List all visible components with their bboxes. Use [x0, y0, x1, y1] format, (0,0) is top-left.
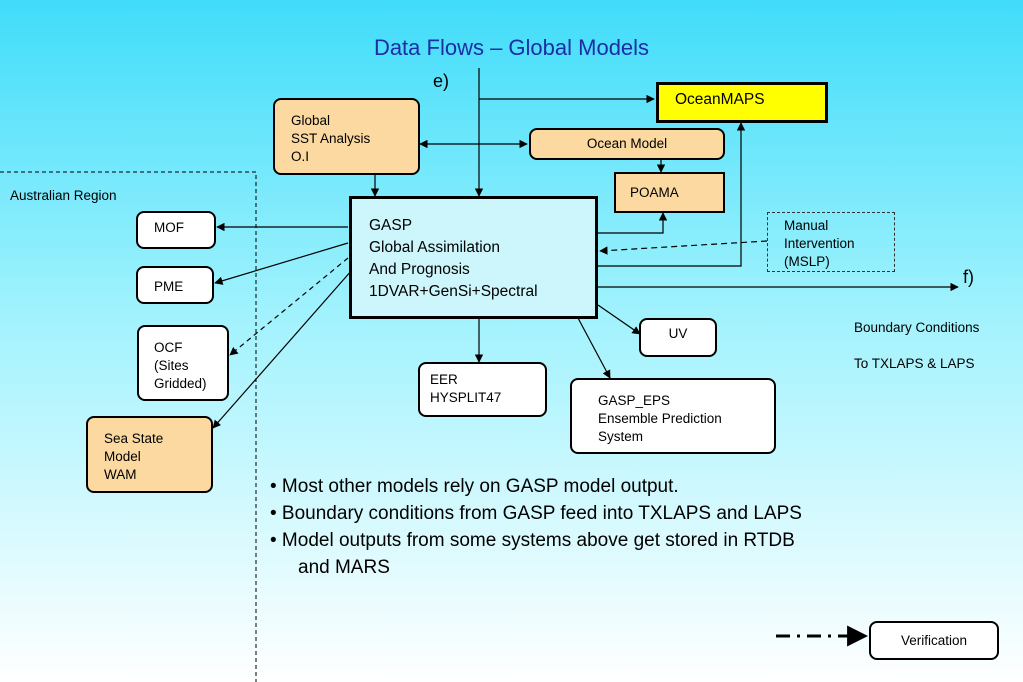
bullet-item-continuation: and MARS: [298, 557, 390, 578]
node-line: SST Analysis: [291, 131, 371, 146]
label-e: e): [433, 71, 450, 91]
node-line: POAMA: [630, 185, 679, 200]
bullet-item: • Most other models rely on GASP model o…: [270, 476, 679, 497]
bullet-notes: • Most other models rely on GASP model o…: [270, 473, 802, 581]
node-pme: PME: [136, 266, 214, 304]
edge-gasp-to-poama: [598, 212, 668, 234]
node-line: Gridded): [154, 376, 207, 391]
edge-gasp-to-oceanmaps: [598, 122, 746, 267]
node-mof: MOF: [136, 211, 216, 249]
node-line: HYSPLIT47: [430, 390, 502, 405]
node-line: EER: [430, 372, 458, 387]
node-verification: Verification: [869, 621, 999, 660]
node-line: UV: [668, 326, 688, 341]
node-line: OceanMAPS: [675, 91, 765, 108]
edge-gasp-to-uv: [597, 304, 641, 335]
node-manual-intervention: Manual Intervention (MSLP): [767, 212, 895, 272]
node-line: Global: [291, 113, 331, 128]
node-line: And Prognosis: [369, 261, 470, 278]
label-f: f): [963, 267, 974, 287]
boundary-conditions-line: To TXLAPS & LAPS: [854, 356, 975, 371]
node-line: Model: [104, 449, 141, 464]
node-sea-state-model: Sea State Model WAM: [86, 416, 213, 493]
edge-gasp-to-ocf: [229, 257, 349, 356]
node-ocean-model: Ocean Model: [529, 128, 725, 160]
edge-manual-to-gasp: [599, 240, 768, 255]
node-line: 1DVAR+GenSi+Spectral: [369, 283, 538, 300]
node-line: Manual: [784, 218, 829, 233]
node-line: Sea State: [104, 431, 164, 446]
edge-gasp-to-gasp-eps: [577, 317, 611, 379]
diagram-title: Data Flows – Global Models: [373, 35, 650, 60]
node-oceanmaps: OceanMAPS: [656, 82, 828, 123]
node-line: (Sites: [154, 358, 189, 373]
edge-gasp-to-sea-state: [212, 269, 353, 429]
label-boundary-conditions: Boundary Conditions To TXLAPS & LAPS: [854, 301, 979, 391]
node-line: PME: [154, 279, 184, 294]
edge-gasp-to-pme: [214, 242, 349, 285]
node-line: O.I: [291, 149, 310, 164]
node-line: MOF: [154, 220, 184, 235]
label-australian-region: Australian Region: [10, 188, 117, 203]
australian-region-boundary: [0, 171, 257, 682]
boundary-conditions-line: Boundary Conditions: [854, 320, 980, 335]
node-gasp-eps: GASP_EPS Ensemble Prediction System: [570, 378, 776, 454]
node-line: GASP: [369, 217, 413, 234]
node-poama: POAMA: [614, 172, 725, 213]
node-eer-hysplit: EER HYSPLIT47: [418, 362, 547, 417]
node-uv: UV: [639, 318, 717, 357]
node-line: System: [598, 429, 644, 444]
node-line: Verification: [900, 633, 968, 648]
node-line: GASP_EPS: [598, 393, 671, 408]
node-line: Global Assimilation: [369, 239, 500, 256]
bullet-item: • Boundary conditions from GASP feed int…: [270, 503, 802, 524]
node-line: Intervention: [784, 236, 855, 251]
node-line: WAM: [104, 467, 137, 482]
node-ocf: OCF (Sites Gridded): [137, 325, 229, 401]
bullet-item: • Model outputs from some systems above …: [270, 530, 795, 551]
node-gasp: GASP Global Assimilation And Prognosis 1…: [349, 196, 598, 319]
node-global-sst-analysis: Global SST Analysis O.I: [273, 98, 420, 175]
node-line: (MSLP): [784, 254, 830, 269]
node-line: Ocean Model: [586, 136, 668, 151]
node-line: OCF: [154, 340, 183, 355]
node-line: Ensemble Prediction: [598, 411, 722, 426]
